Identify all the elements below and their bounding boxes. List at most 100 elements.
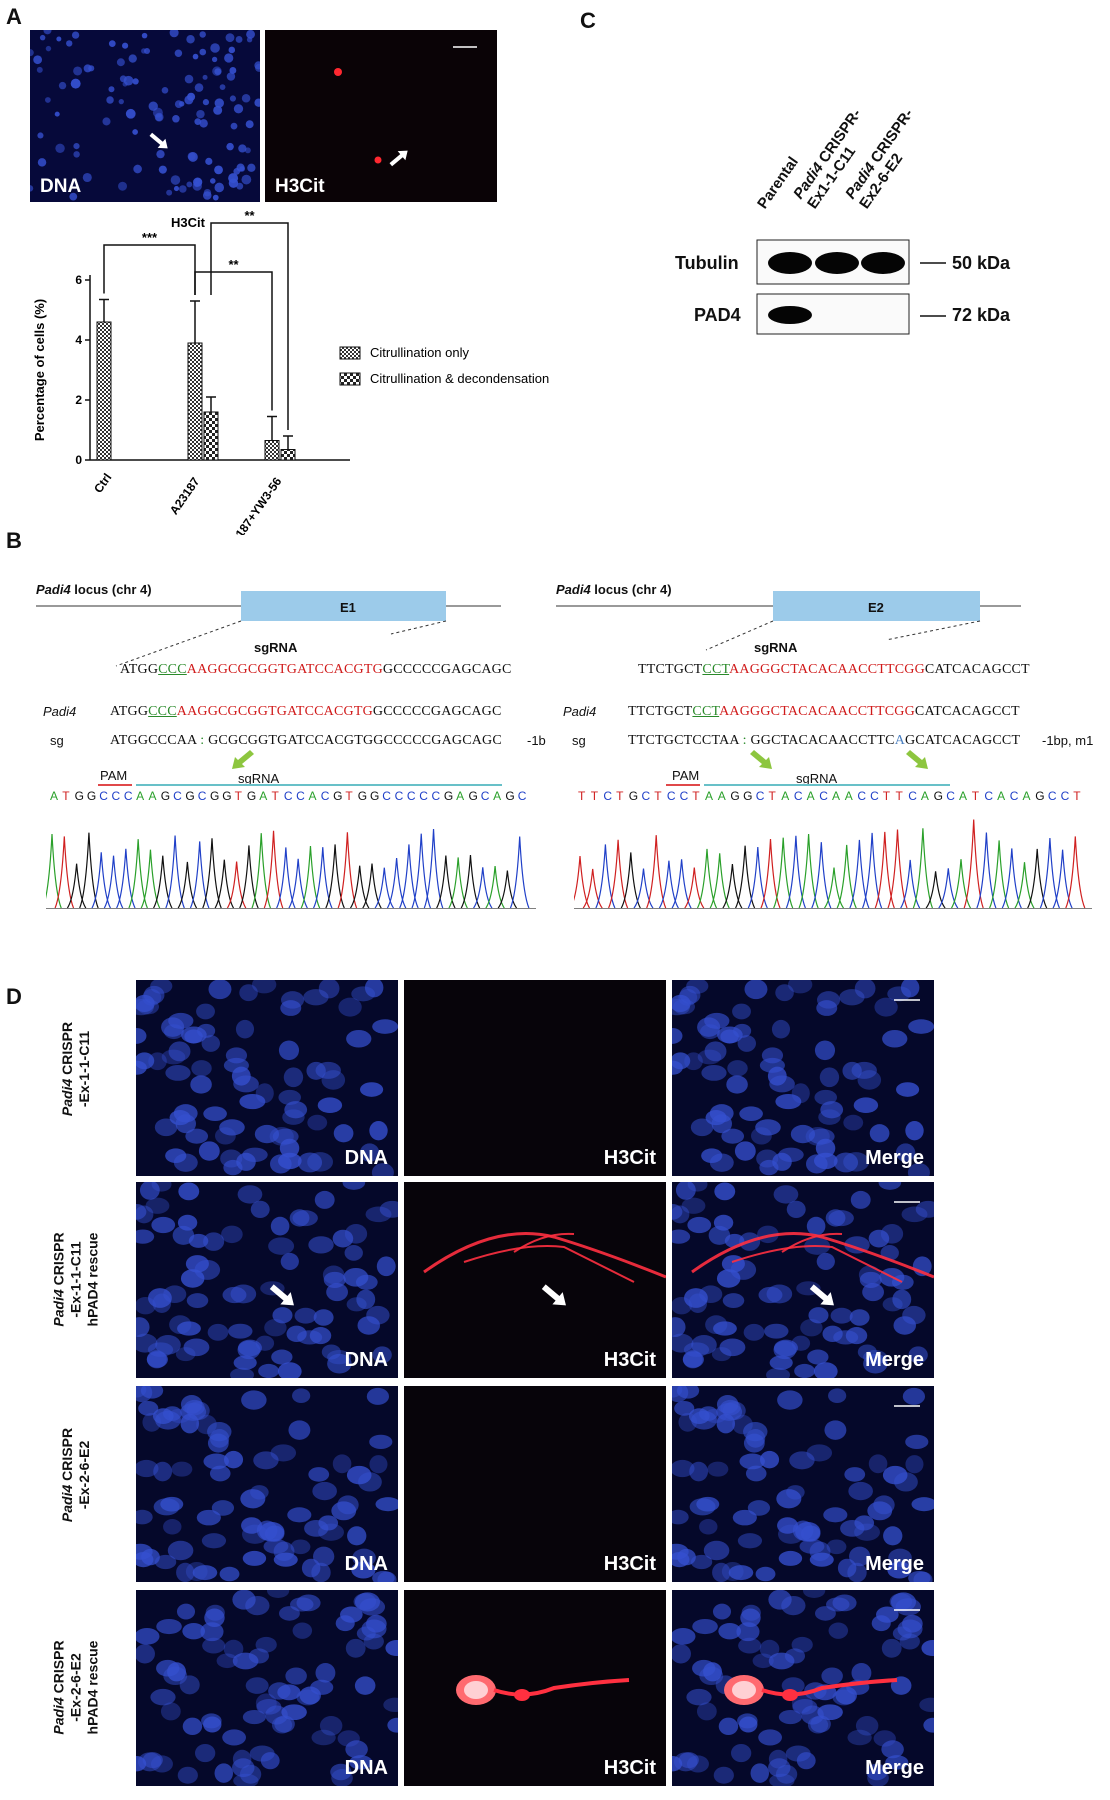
nucleus bbox=[192, 181, 202, 191]
nucleus bbox=[835, 1686, 857, 1705]
nucleus bbox=[241, 174, 252, 185]
nucleus bbox=[385, 1639, 398, 1657]
nucleus bbox=[155, 1335, 181, 1355]
trace-base: C bbox=[480, 789, 490, 803]
nucleus bbox=[737, 1533, 763, 1549]
nucleus bbox=[866, 1763, 888, 1781]
nucleus bbox=[900, 980, 920, 998]
nucleus bbox=[321, 1344, 341, 1360]
nucleus bbox=[307, 1152, 334, 1172]
y-tick-label: 2 bbox=[75, 393, 82, 407]
nucleus bbox=[719, 1338, 746, 1357]
nucleus bbox=[775, 1093, 802, 1110]
nucleus bbox=[232, 1652, 259, 1670]
trace-peak bbox=[722, 863, 743, 909]
nucleus bbox=[672, 1060, 683, 1075]
trace-base: T bbox=[1073, 789, 1081, 803]
nucleus bbox=[191, 1060, 212, 1077]
nucleus bbox=[212, 66, 222, 76]
trace-peak bbox=[46, 834, 62, 909]
net-strand bbox=[691, 1232, 934, 1279]
arrow-icon bbox=[389, 150, 408, 167]
nucleus bbox=[815, 1138, 836, 1158]
nucleus bbox=[280, 1000, 302, 1016]
nucleus bbox=[740, 1608, 761, 1628]
trace-base: C bbox=[946, 789, 955, 803]
nucleus bbox=[219, 1566, 240, 1582]
nucleus bbox=[327, 1350, 352, 1365]
green-arrow-icon bbox=[232, 750, 254, 769]
nucleus bbox=[186, 35, 195, 44]
y-tick-label: 4 bbox=[75, 333, 82, 347]
trace-base: G bbox=[628, 789, 639, 803]
nucleus bbox=[854, 980, 876, 999]
nucleus bbox=[674, 1400, 695, 1416]
wt-label-left: Padi4 bbox=[43, 704, 77, 719]
nucleus bbox=[345, 1740, 368, 1759]
y-tick-label: 0 bbox=[75, 453, 82, 467]
nucleus bbox=[672, 998, 690, 1016]
trace-peak bbox=[1052, 849, 1073, 909]
nucleus bbox=[172, 115, 180, 123]
nucleus bbox=[790, 1124, 816, 1144]
nucleus bbox=[199, 48, 207, 56]
significance-label: ** bbox=[228, 257, 239, 272]
nucleus bbox=[136, 1509, 153, 1525]
nucleus bbox=[118, 98, 124, 105]
trace-base: C bbox=[394, 789, 404, 803]
nucleus bbox=[819, 1067, 840, 1088]
nucleus bbox=[758, 1286, 783, 1304]
trace-peak bbox=[386, 857, 407, 909]
nucleus bbox=[224, 1450, 244, 1469]
nucleus bbox=[284, 1101, 308, 1119]
trace-base: C bbox=[1009, 789, 1019, 803]
nucleus bbox=[823, 1507, 848, 1523]
trace-base: A bbox=[832, 789, 841, 803]
micrograph-merge: Merge bbox=[672, 1182, 934, 1378]
nucleus bbox=[750, 1763, 770, 1783]
nucleus bbox=[895, 1143, 916, 1162]
nucleus bbox=[387, 1717, 398, 1733]
nucleus bbox=[760, 1450, 780, 1469]
nucleus bbox=[908, 1346, 928, 1364]
nucleus bbox=[194, 83, 204, 92]
trace-peak bbox=[1065, 836, 1086, 909]
nucleus bbox=[713, 1214, 734, 1231]
nucleus bbox=[277, 1684, 301, 1701]
nucleus bbox=[776, 1489, 802, 1509]
nucleus bbox=[672, 1027, 683, 1044]
nucleus bbox=[213, 105, 223, 115]
nucleus bbox=[282, 1109, 305, 1125]
marker-72kda: 72 kDa bbox=[952, 305, 1011, 325]
nucleus bbox=[806, 1216, 826, 1236]
nucleus bbox=[229, 67, 237, 74]
nucleus bbox=[280, 1252, 299, 1270]
nucleus bbox=[128, 54, 137, 63]
nucleus bbox=[150, 1688, 176, 1706]
nucleus bbox=[255, 1335, 275, 1351]
nucleus bbox=[718, 1623, 742, 1640]
trace-peak bbox=[696, 848, 718, 909]
nucleus bbox=[272, 1307, 293, 1324]
arrow-icon bbox=[809, 1284, 834, 1306]
nucleus bbox=[800, 1318, 823, 1337]
panel-letter-d: D bbox=[6, 984, 22, 1009]
nucleus bbox=[292, 1622, 313, 1639]
trace-base: G bbox=[160, 789, 171, 803]
nucleus bbox=[919, 1697, 934, 1713]
nucleus bbox=[869, 1124, 890, 1143]
nucleus bbox=[228, 46, 236, 54]
trace-peak bbox=[79, 832, 99, 909]
gene-schematic-right bbox=[556, 591, 1021, 651]
nucleus bbox=[106, 96, 114, 104]
nucleus bbox=[887, 986, 912, 1002]
nucleus bbox=[255, 1083, 274, 1104]
nucleus bbox=[758, 1729, 782, 1746]
nucleus bbox=[55, 143, 65, 154]
nucleus bbox=[308, 1236, 334, 1254]
chromatogram-left bbox=[46, 828, 536, 909]
nucleus bbox=[344, 1245, 363, 1261]
nucleus bbox=[166, 189, 173, 196]
nucleus bbox=[292, 1210, 318, 1227]
nucleus bbox=[314, 1190, 335, 1209]
